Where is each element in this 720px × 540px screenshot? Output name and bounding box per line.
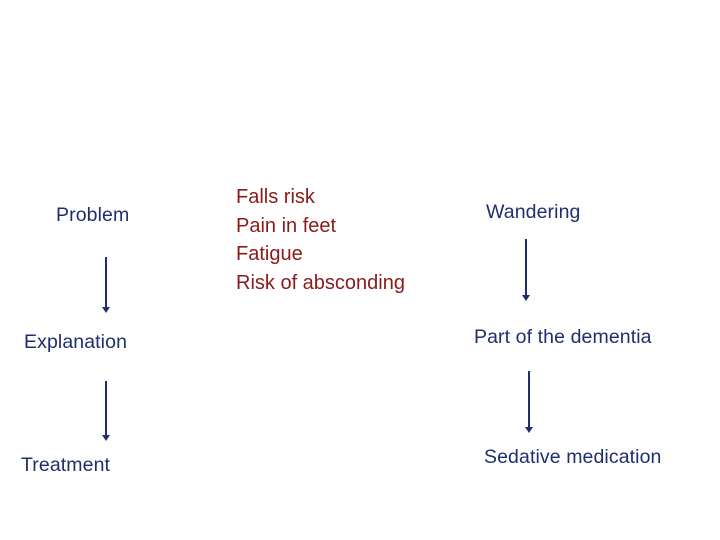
stage-label-treatment: Treatment bbox=[21, 454, 111, 476]
arrow-shaft bbox=[528, 371, 530, 428]
arrow-head bbox=[102, 307, 110, 313]
arrow-head bbox=[525, 427, 533, 433]
example-problem-wandering: Wandering bbox=[486, 201, 581, 223]
arrow-shaft bbox=[105, 381, 107, 436]
symptom-list: Falls risk Pain in feet Fatigue Risk of … bbox=[236, 183, 405, 297]
arrow-shaft bbox=[525, 239, 527, 296]
stage-label-problem: Problem bbox=[56, 204, 130, 226]
example-treatment-sedative: Sedative medication bbox=[484, 446, 662, 468]
symptom-line-4: Risk of absconding bbox=[236, 271, 405, 294]
arrow-down-icon-wandering-to-dementia bbox=[519, 239, 533, 301]
arrow-head bbox=[522, 295, 530, 301]
arrow-shaft bbox=[105, 257, 107, 308]
example-explanation-dementia: Part of the dementia bbox=[474, 326, 652, 348]
arrow-head bbox=[102, 435, 110, 441]
arrow-down-icon-dementia-to-sedative bbox=[522, 371, 536, 433]
stage-label-explanation: Explanation bbox=[24, 331, 128, 353]
symptom-line-2: Pain in feet bbox=[236, 214, 337, 237]
arrow-down-icon-problem-to-explanation bbox=[99, 257, 113, 313]
arrow-down-icon-explanation-to-treatment bbox=[99, 381, 113, 441]
symptom-line-1: Falls risk bbox=[236, 186, 315, 208]
symptom-line-3: Fatigue bbox=[236, 243, 303, 265]
